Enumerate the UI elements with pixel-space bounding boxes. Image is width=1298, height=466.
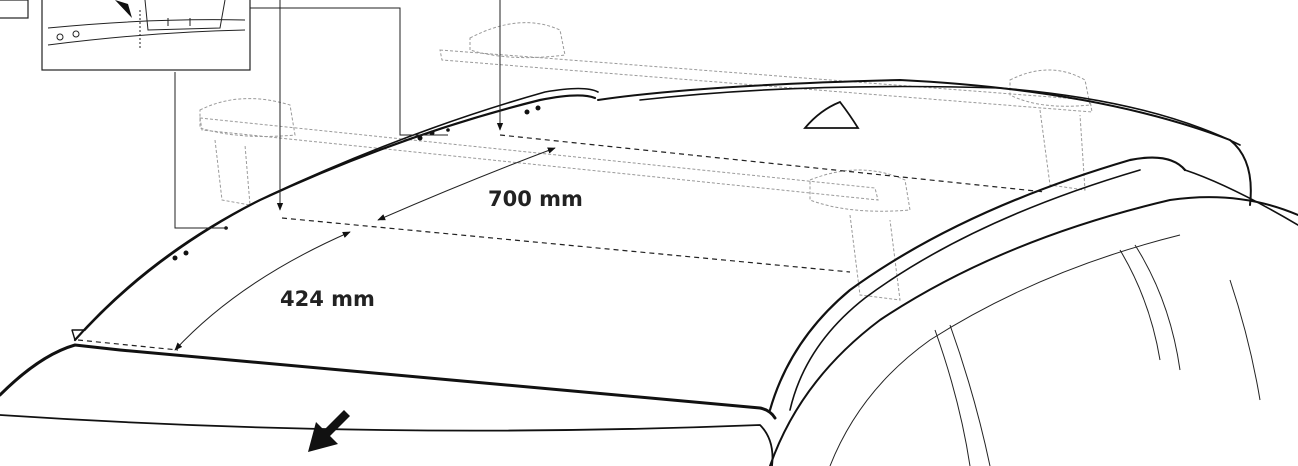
dimension-arrows	[174, 147, 556, 351]
right-roof-rail	[768, 156, 1187, 412]
front-offset-label: 424 mm	[280, 287, 375, 311]
bar-spacing-label: 700 mm	[488, 187, 583, 211]
left-roof-rail	[73, 94, 597, 342]
front-edge-reference	[77, 339, 179, 351]
bar-spacing-arrow	[377, 147, 556, 221]
measurement-guides	[77, 134, 1046, 351]
roof-front-edge	[0, 343, 777, 420]
ghost-roof-rack	[199, 22, 1093, 301]
ghost-front-bar	[199, 117, 879, 201]
roof-rail-detail-inset	[0, 0, 251, 71]
front-offset-arrow	[174, 231, 351, 351]
arrow-down-left-icon	[308, 410, 350, 452]
front-bar-position	[281, 217, 851, 273]
shark-fin-antenna-icon	[803, 100, 860, 129]
side-window-frame	[769, 196, 1298, 466]
rail-holes	[172, 105, 541, 261]
leader-lines	[174, 0, 504, 229]
ghost-rear-bar	[439, 49, 1093, 113]
car-roof	[0, 79, 1298, 466]
rear-bar-position	[499, 134, 1046, 193]
